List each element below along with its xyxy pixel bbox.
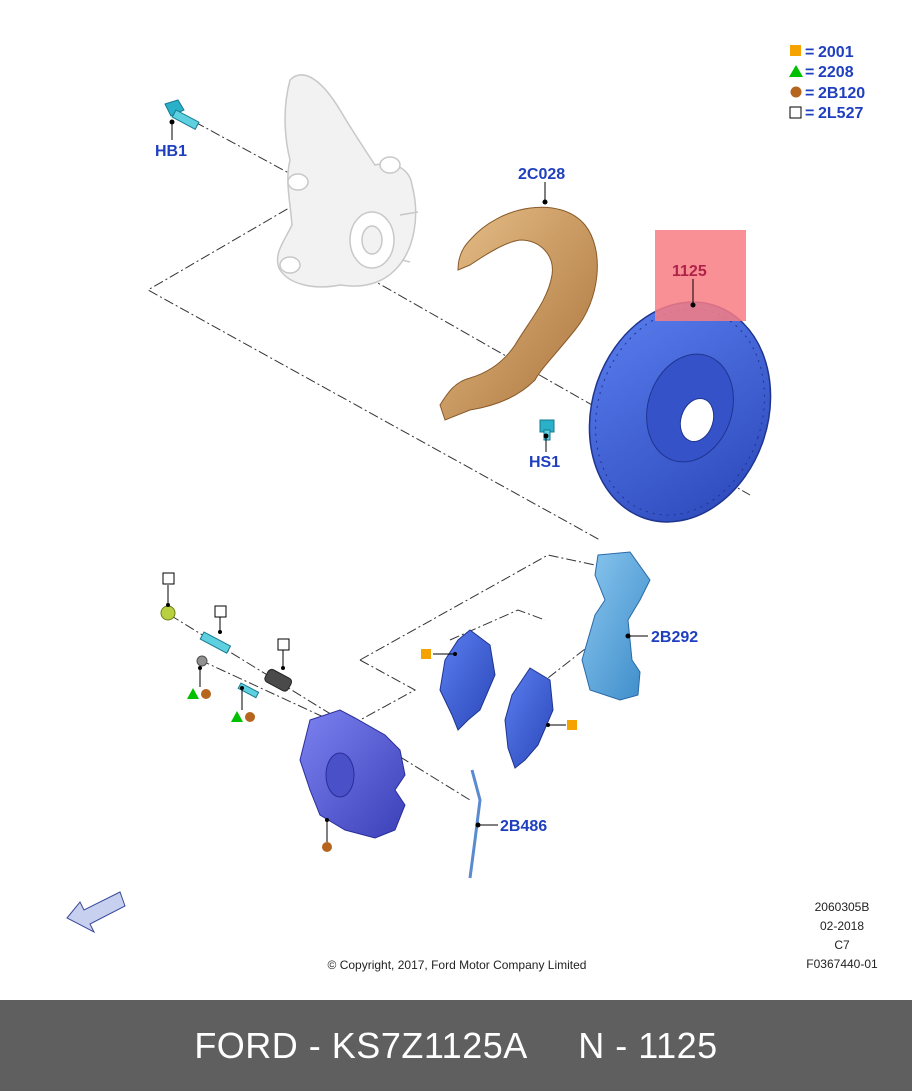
legend-square-orange-icon [790, 45, 801, 56]
brake-pad-inner[interactable] [439, 629, 496, 731]
pad-retaining-spring[interactable] [468, 769, 482, 879]
front-direction-arrow-icon [66, 891, 126, 934]
callout-hb1[interactable]: HB1 [155, 143, 187, 160]
info-line-1: 2060305B [815, 900, 870, 914]
legend: = 2001 = 2208 = 2B120 = 2L527 [789, 44, 865, 122]
legend-code-2208: 2208 [818, 64, 854, 81]
svg-text:=: = [805, 44, 814, 61]
part-number-caption: FORD - KS7Z1125A N - 1125 [194, 1024, 718, 1066]
triangle-green-symbol [231, 711, 243, 722]
callout-dots [166, 119, 696, 828]
brake-caliper[interactable] [299, 709, 406, 839]
svg-text:=: = [805, 85, 814, 102]
circle-brown-symbol [245, 712, 255, 722]
hardware-symbols [162, 572, 577, 852]
copyright: © Copyright, 2017, Ford Motor Company Li… [328, 958, 587, 972]
footer-bar: FORD - KS7Z1125A N - 1125 [0, 1000, 912, 1091]
callout-2b292[interactable]: 2B292 [651, 629, 698, 646]
legend-circle-brown-icon [790, 86, 802, 98]
exploded-brake-diagram: HB1 2C028 1125 HS1 2B292 2B486 = 2001 = … [66, 44, 878, 972]
square-orange-symbol [567, 720, 577, 730]
splash-shield[interactable] [439, 206, 598, 421]
circle-brown-symbol [322, 842, 332, 852]
callout-1125[interactable]: 1125 [672, 263, 707, 280]
info-line-4: F0367440-01 [806, 957, 878, 971]
callout-2b486[interactable]: 2B486 [500, 818, 547, 835]
callout-2c028[interactable]: 2C028 [518, 166, 565, 183]
square-outline-symbol [162, 572, 290, 651]
svg-text:=: = [805, 105, 814, 122]
caliper-bracket[interactable] [581, 551, 651, 701]
legend-code-2001: 2001 [818, 44, 854, 61]
info-line-3: C7 [834, 938, 850, 952]
svg-text:=: = [805, 64, 814, 81]
brake-pad-outer[interactable] [504, 667, 554, 769]
legend-square-outline-icon [789, 106, 802, 119]
triangle-green-symbol [187, 688, 199, 699]
info-line-2: 02-2018 [820, 919, 864, 933]
steering-knuckle [276, 74, 419, 288]
bolt-hb1[interactable] [164, 99, 200, 130]
circle-brown-symbol [201, 689, 211, 699]
caliper-hardware [160, 605, 293, 699]
leader-lines [167, 585, 566, 842]
legend-code-2l527: 2L527 [818, 105, 863, 122]
callout-hs1[interactable]: HS1 [529, 454, 560, 471]
highlight-box [655, 230, 746, 321]
brake-rotor[interactable] [562, 278, 799, 545]
callout-leaders [171, 122, 694, 826]
square-orange-symbol [421, 649, 431, 659]
legend-triangle-green-icon [789, 65, 803, 77]
legend-code-2b120: 2B120 [818, 85, 865, 102]
